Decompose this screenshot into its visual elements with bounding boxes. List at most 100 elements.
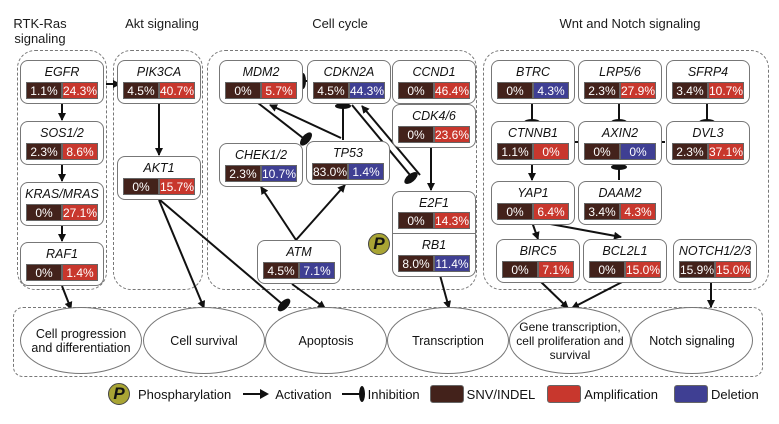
snv-value: 0% <box>398 212 434 229</box>
amp-value: 7.1% <box>538 261 574 278</box>
amp-value: 24.3% <box>61 82 98 99</box>
snv-value: 1.1% <box>497 143 533 160</box>
title-cell-cycle: Cell cycle <box>312 16 368 31</box>
inhibit-daam2-axin2 <box>611 164 627 170</box>
inhibit-mdm2-tp53 <box>300 132 312 146</box>
link-mdm2-tp53 <box>257 102 304 139</box>
legend-deletion: Deletion <box>674 385 759 403</box>
snv-value: 0% <box>584 143 620 160</box>
del-value: 11.4% <box>434 255 470 272</box>
snv-value: 83.0% <box>312 163 349 180</box>
group-akt <box>113 50 203 290</box>
link-cdkn2a-e2f1 <box>351 104 411 176</box>
amp-value: 37.1% <box>707 143 744 160</box>
del-value: 1.4% <box>348 163 384 180</box>
title-wnt-notch: Wnt and Notch signaling <box>559 16 701 31</box>
link-raf1-progression <box>61 285 73 310</box>
link-akt1-apoptosis <box>159 199 282 304</box>
amp-value: 15.0% <box>624 261 661 278</box>
outcome-transcription: Transcription <box>387 307 509 374</box>
amp-value: 27.1% <box>61 204 98 221</box>
amp-value: 14.3% <box>433 212 470 229</box>
snv-value: 2.3% <box>672 143 708 160</box>
legend-snv-label: SNV/INDEL <box>466 386 536 402</box>
del-value: 4.3% <box>533 82 569 99</box>
legend-amp-label: Amplification <box>584 386 658 402</box>
legend-phosphorylation: P Phospharylation <box>108 383 231 405</box>
link-tp53-mdm2 <box>269 104 342 139</box>
inhibit-akt1-apoptosis <box>277 298 291 312</box>
outcome-gene-transcription: Gene transcription, cell proliferation a… <box>509 307 631 374</box>
snv-value: 0% <box>497 82 533 99</box>
amp-value: 23.6% <box>433 126 470 143</box>
group-cell-cycle <box>207 50 477 290</box>
title-rtk-ras: RTK-Ras signaling <box>13 16 67 46</box>
del-value: 44.3% <box>348 82 385 99</box>
legend: P Phospharylation Activation Inhibition … <box>108 383 765 405</box>
group-wnt-notch <box>483 50 769 290</box>
legend-amplification: Amplification <box>547 385 658 403</box>
amp-value: 27.9% <box>619 82 656 99</box>
inhibition-bar-icon <box>341 386 365 402</box>
link-akt1-survival <box>158 199 205 309</box>
snv-value: 0% <box>398 82 434 99</box>
snv-swatch <box>429 385 464 403</box>
phosphorylation-icon: P <box>108 383 130 405</box>
link-bcl2l1-gene <box>571 280 625 309</box>
amp-value: 10.7% <box>707 82 744 99</box>
snv-value: 3.4% <box>584 203 620 220</box>
amp-value: 15.7% <box>158 178 195 195</box>
snv-value: 2.3% <box>584 82 620 99</box>
snv-value: 0% <box>123 178 159 195</box>
amp-value: 1.4% <box>62 264 98 281</box>
legend-snv: SNV/INDEL <box>429 385 536 403</box>
snv-value: 0% <box>502 261 538 278</box>
legend-inh-label: Inhibition <box>367 386 420 402</box>
activation-arrow-icon <box>243 389 270 399</box>
link-atm-chek <box>260 186 297 241</box>
del-value: 7.1% <box>299 262 335 279</box>
snv-value: 0% <box>26 264 62 281</box>
amp-value: 8.6% <box>62 143 98 160</box>
snv-value: 4.5% <box>123 82 159 99</box>
outcome-cell-progression: Cell progression and differentiation <box>20 307 142 374</box>
snv-value: 0% <box>589 261 625 278</box>
amp-value: 0% <box>533 143 569 160</box>
outcome-apoptosis: Apoptosis <box>265 307 387 374</box>
amp-value: 40.7% <box>158 82 195 99</box>
inhibit-tp53-cdkn2a <box>335 103 351 109</box>
phosphorylation-icon: P <box>368 233 390 255</box>
link-atm-tp53 <box>295 184 346 241</box>
link-atm-apoptosis <box>291 283 326 309</box>
link-birc5-gene <box>539 280 569 309</box>
snv-value: 2.3% <box>26 143 62 160</box>
amp-value: 46.4% <box>433 82 470 99</box>
snv-value: 2.3% <box>225 165 261 182</box>
group-outcomes <box>13 307 763 377</box>
amp-value: 5.7% <box>261 82 297 99</box>
del-swatch <box>674 385 708 403</box>
legend-del-label: Deletion <box>711 386 759 402</box>
snv-value: 0% <box>225 82 261 99</box>
snv-value: 4.5% <box>263 262 299 279</box>
outcome-notch-signaling: Notch signaling <box>631 307 753 374</box>
